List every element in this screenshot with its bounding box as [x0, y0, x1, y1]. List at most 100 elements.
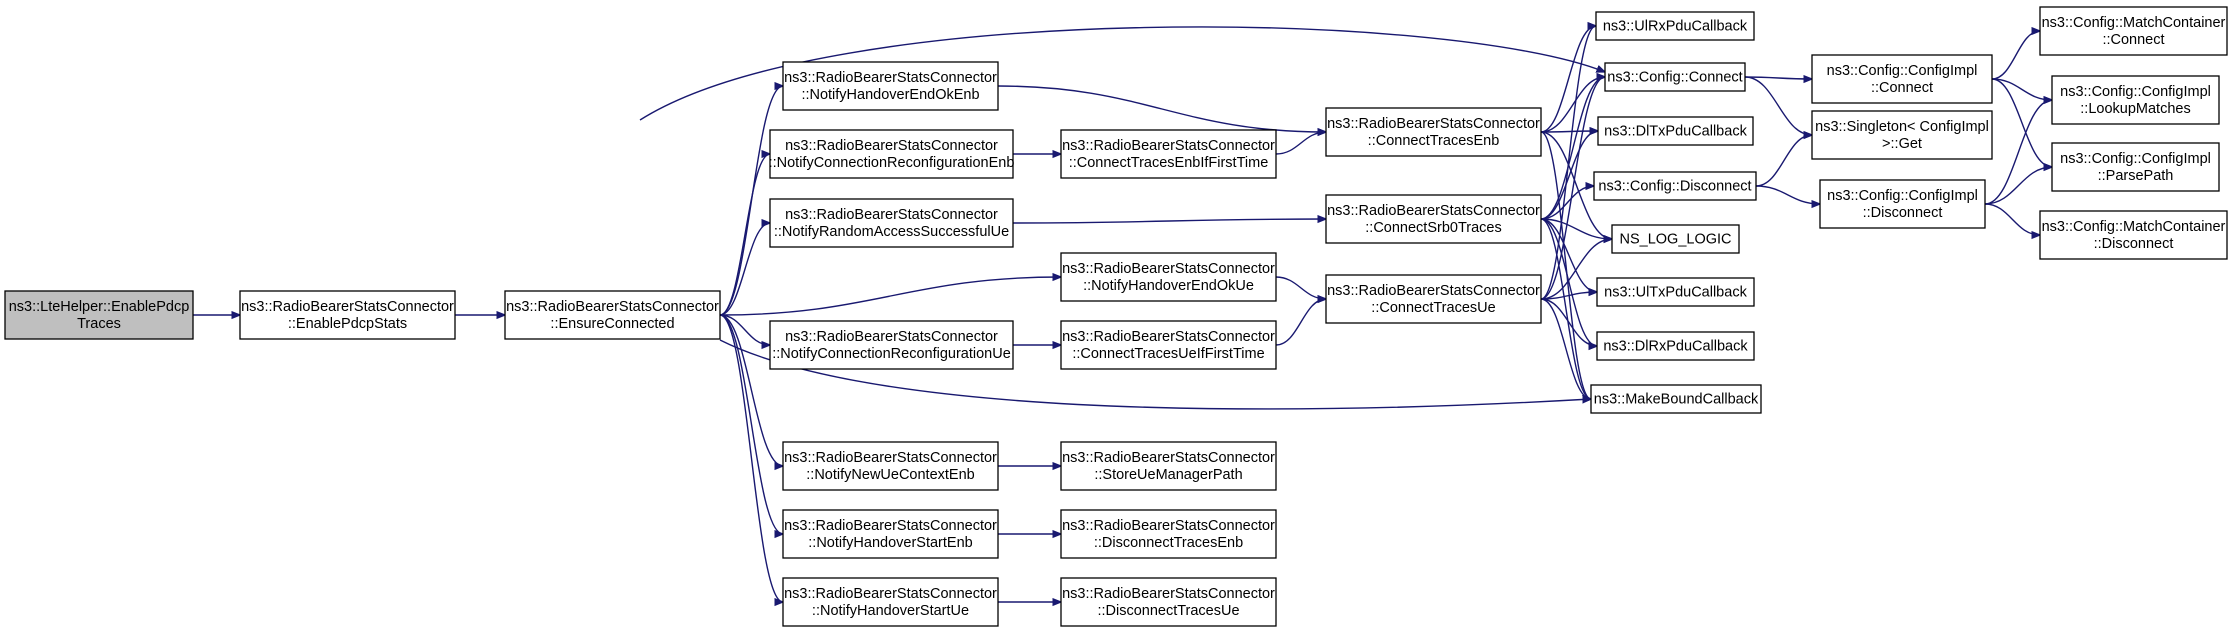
node-ns3-radiobearerstatsconnector-storeuemanagerpath[interactable]: ns3::RadioBearerStatsConnector::StoreUeM…	[1060, 441, 1277, 491]
node-label-line: ns3::UlTxPduCallback	[1604, 285, 1747, 301]
node-box	[782, 577, 999, 627]
node-ns3-makeboundcallback[interactable]: ns3::MakeBoundCallback	[1590, 384, 1762, 414]
node-box	[1060, 320, 1277, 370]
edge-n28-to-n33	[1991, 78, 2052, 167]
node-label-line: ns3::DlTxPduCallback	[1604, 124, 1747, 140]
node-ns3-config-disconnect[interactable]: ns3::Config::Disconnect	[1593, 171, 1757, 201]
node-ns3-config-configimpl-connect[interactable]: ns3::Config::ConfigImpl::Connect	[1811, 54, 1993, 104]
node-box	[1060, 441, 1277, 491]
node-label-line: ns3::Singleton< ConfigImpl	[1815, 119, 1989, 135]
node-box	[1060, 577, 1277, 627]
node-label-line: ns3::Config::ConfigImpl	[2060, 151, 2211, 167]
edge-n17-to-n27	[1540, 131, 1591, 399]
edge-n30-to-n34	[1984, 203, 2040, 235]
edge-n13-to-n19	[1275, 299, 1326, 346]
node-label-line: ns3::RadioBearerStatsConnector	[241, 299, 454, 315]
node-label-line: ns3::RadioBearerStatsConnector	[784, 586, 997, 602]
node-box	[2039, 6, 2228, 56]
node-box	[1060, 129, 1277, 179]
node-ns3-radiobearerstatsconnector-connecttracesenb[interactable]: ns3::RadioBearerStatsConnector::ConnectT…	[1325, 107, 1542, 157]
nodes-layer: ns3::LteHelper::EnablePdcpTracesns3::Rad…	[4, 6, 2228, 627]
node-label-line: ns3::LteHelper::EnablePdcp	[9, 299, 190, 315]
node-ns3-radiobearerstatsconnector-connectsrb0traces[interactable]: ns3::RadioBearerStatsConnector::ConnectS…	[1325, 194, 1542, 244]
node-ns3-config-configimpl-disconnect[interactable]: ns3::Config::ConfigImpl::Disconnect	[1819, 179, 1986, 229]
edge-n6-to-n18	[1012, 219, 1326, 224]
node-box	[1811, 54, 1993, 104]
node-ns3-ultxpducallback[interactable]: ns3::UlTxPduCallback	[1596, 277, 1755, 307]
edge-n3-to-n21	[639, 26, 1605, 121]
node-ns3-dltxpducallback[interactable]: ns3::DlTxPduCallback	[1597, 116, 1754, 146]
node-box	[239, 290, 456, 340]
edge-n12-to-n17	[1275, 132, 1326, 155]
node-label-line: ns3::MakeBoundCallback	[1594, 392, 1759, 408]
node-label-line: ns3::RadioBearerStatsConnector	[1062, 450, 1275, 466]
node-ns3-config-matchcontainer-connect[interactable]: ns3::Config::MatchContainer::Connect	[2039, 6, 2228, 56]
node-label-line: >::Get	[1882, 136, 1922, 152]
node-ns3-radiobearerstatsconnector-notifyhandoverendokenb[interactable]: ns3::RadioBearerStatsConnector::NotifyHa…	[782, 61, 999, 111]
node-ns3-radiobearerstatsconnector-connecttracesenbiffirsttime[interactable]: ns3::RadioBearerStatsConnector::ConnectT…	[1060, 129, 1277, 179]
node-box	[4, 290, 194, 340]
node-label-line: ns3::Config::Connect	[1607, 70, 1742, 86]
node-box	[1060, 509, 1277, 559]
node-box	[1811, 110, 1993, 160]
node-ns3-config-configimpl-lookupmatches[interactable]: ns3::Config::ConfigImpl::LookupMatches	[2051, 75, 2220, 125]
node-ns3-radiobearerstatsconnector-connecttracesue[interactable]: ns3::RadioBearerStatsConnector::ConnectT…	[1325, 274, 1542, 324]
edge-n21-to-n28	[1744, 77, 1812, 79]
node-ns3-radiobearerstatsconnector-disconnecttracesenb[interactable]: ns3::RadioBearerStatsConnector::Disconne…	[1060, 509, 1277, 559]
node-box	[1597, 116, 1754, 146]
node-ns3-dlrxpducallback[interactable]: ns3::DlRxPduCallback	[1596, 331, 1755, 361]
node-ns3-radiobearerstatsconnector-notifyrandomaccesssuccessfulue[interactable]: ns3::RadioBearerStatsConnector::NotifyRa…	[769, 198, 1014, 248]
node-box	[782, 61, 999, 111]
node-ns-log-logic[interactable]: NS_LOG_LOGIC	[1611, 224, 1740, 254]
node-label-line: ns3::Config::MatchContainer	[2042, 15, 2226, 31]
edge-n19-to-n21	[1540, 77, 1605, 300]
node-label-line: ns3::RadioBearerStatsConnector	[1327, 283, 1540, 299]
edge-n17-to-n24	[1540, 131, 1612, 239]
node-label-line: ::LookupMatches	[2080, 101, 2190, 117]
edge-n18-to-n27	[1540, 218, 1591, 399]
edge-n18-to-n26	[1540, 218, 1597, 346]
edge-n23-to-n29	[1755, 135, 1812, 187]
node-ns3-radiobearerstatsconnector-notifyconnectionreconfigurationenb[interactable]: ns3::RadioBearerStatsConnector::NotifyCo…	[769, 129, 1015, 179]
edge-n3-to-n10	[719, 314, 783, 534]
node-label-line: ns3::RadioBearerStatsConnector	[1062, 329, 1275, 345]
node-ns3-config-configimpl-parsepath[interactable]: ns3::Config::ConfigImpl::ParsePath	[2051, 142, 2220, 192]
node-box	[2051, 75, 2220, 125]
node-label-line: ::EnsureConnected	[550, 316, 674, 332]
node-ns3-singleton-configimpl-get[interactable]: ns3::Singleton< ConfigImpl >::Get	[1811, 110, 1993, 160]
node-ns3-config-matchcontainer-disconnect[interactable]: ns3::Config::MatchContainer::Disconnect	[2039, 210, 2228, 260]
node-box	[1595, 11, 1755, 41]
node-ns3-radiobearerstatsconnector-notifyhandoverstartenb[interactable]: ns3::RadioBearerStatsConnector::NotifyHa…	[782, 509, 999, 559]
node-label-line: ::ConnectTracesUe	[1371, 300, 1495, 316]
node-ns3-config-connect[interactable]: ns3::Config::Connect	[1604, 62, 1746, 92]
node-box	[1604, 62, 1746, 92]
edge-n17-to-n20	[1540, 26, 1596, 133]
edge-n28-to-n31	[1991, 31, 2040, 80]
node-ns3-radiobearerstatsconnector-disconnecttracesue[interactable]: ns3::RadioBearerStatsConnector::Disconne…	[1060, 577, 1277, 627]
node-label-line: ns3::RadioBearerStatsConnector	[1062, 586, 1275, 602]
node-ns3-ulrxpducallback[interactable]: ns3::UlRxPduCallback	[1595, 11, 1755, 41]
edge-n3-to-n11	[719, 314, 783, 602]
node-ns3-radiobearerstatsconnector-notifynewuecontextenb[interactable]: ns3::RadioBearerStatsConnector::NotifyNe…	[782, 441, 999, 491]
edge-n19-to-n25	[1540, 292, 1597, 300]
node-label-line: ns3::Config::ConfigImpl	[1827, 63, 1978, 79]
node-label-line: ns3::UlRxPduCallback	[1603, 19, 1748, 35]
node-ns3-radiobearerstatsconnector-notifyhandoverstartue[interactable]: ns3::RadioBearerStatsConnector::NotifyHa…	[782, 577, 999, 627]
node-label-line: ::DisconnectTracesEnb	[1094, 535, 1243, 551]
node-ns3-radiobearerstatsconnector-enablepdcpstats[interactable]: ns3::RadioBearerStatsConnector::EnablePd…	[239, 290, 456, 340]
node-label-line: ::ConnectTracesEnb	[1368, 133, 1500, 149]
node-ns3-radiobearerstatsconnector-ensureconnected[interactable]: ns3::RadioBearerStatsConnector::EnsureCo…	[504, 290, 721, 340]
node-label-line: ::EnablePdcpStats	[288, 316, 407, 332]
node-label-line: ns3::RadioBearerStatsConnector	[1327, 203, 1540, 219]
edge-n18-to-n21	[1540, 77, 1605, 220]
node-box	[769, 129, 1014, 179]
node-ns3-radiobearerstatsconnector-notifyconnectionreconfigurationue[interactable]: ns3::RadioBearerStatsConnector::NotifyCo…	[769, 320, 1014, 370]
node-ns3-radiobearerstatsconnector-connecttracesueiffirsttime[interactable]: ns3::RadioBearerStatsConnector::ConnectT…	[1060, 320, 1277, 370]
node-ns3-radiobearerstatsconnector-notifyhandoverendokue[interactable]: ns3::RadioBearerStatsConnector::NotifyHa…	[1060, 252, 1277, 302]
edge-n18-to-n24	[1540, 218, 1612, 239]
node-label-line: ::NotifyRandomAccessSuccessfulUe	[774, 224, 1009, 240]
edge-n3-to-n9	[719, 314, 783, 466]
node-label-line: ::NotifyHandoverStartUe	[812, 603, 969, 619]
node-label-line: ns3::RadioBearerStatsConnector	[1062, 261, 1275, 277]
